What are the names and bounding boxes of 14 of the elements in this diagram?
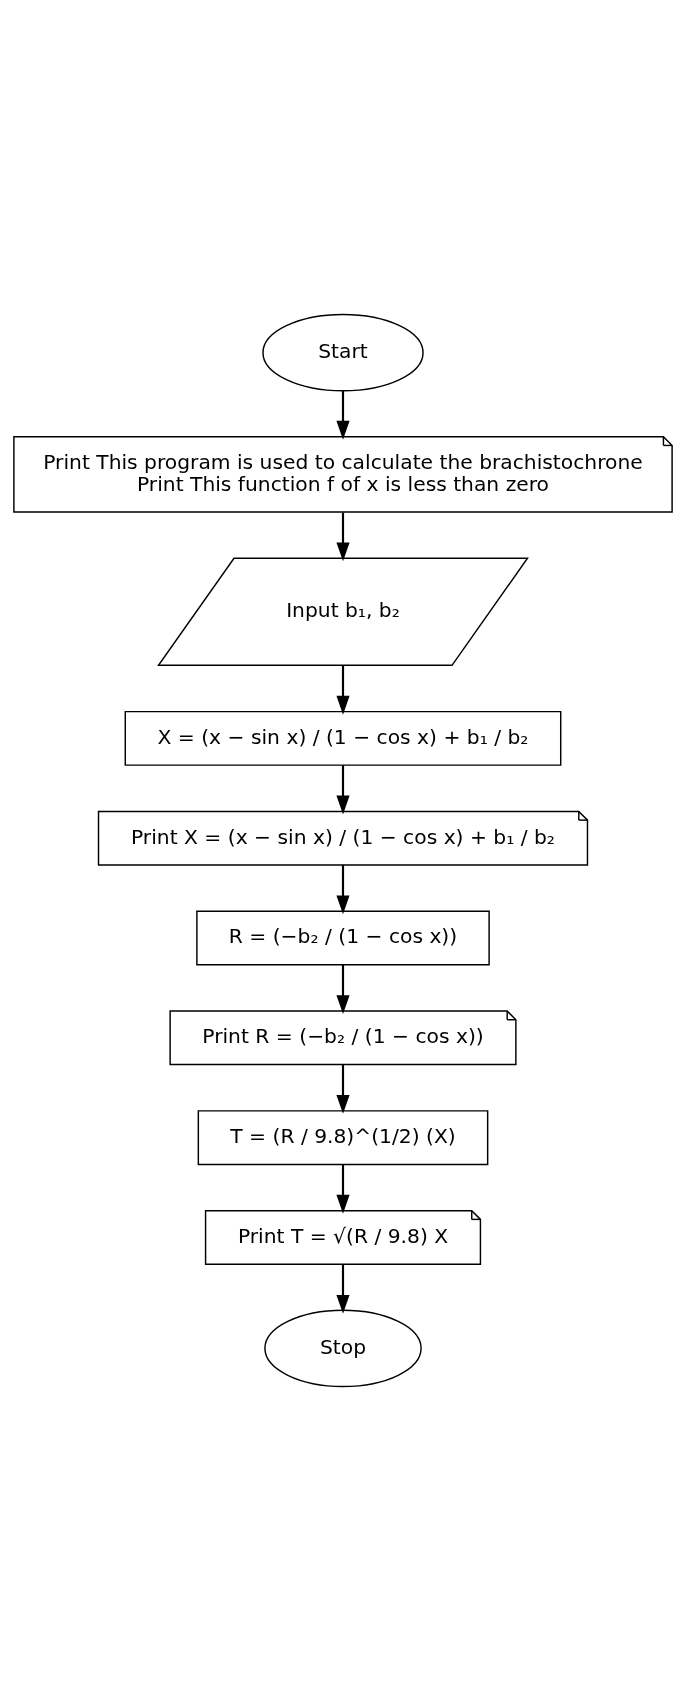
node-box: T = (R / 9.8)^(1/2) (X): [197, 1110, 489, 1166]
arrow: [336, 1064, 350, 1114]
node-box: R = (−b₂ / (1 − cos x)): [196, 910, 490, 966]
arrow: [336, 512, 350, 562]
arrow: [336, 765, 350, 815]
arrow: [336, 865, 350, 915]
arrow: [336, 1164, 350, 1214]
arrow: [336, 665, 350, 715]
arrow: [336, 1264, 350, 1314]
node-ellipse: Start: [262, 313, 424, 392]
arrow: [336, 391, 350, 440]
node-box: X = (x − sin x) / (1 − cos x) + b₁ / b₂: [124, 710, 562, 766]
node-ellipse: Stop: [264, 1309, 422, 1388]
arrow: [336, 964, 350, 1015]
